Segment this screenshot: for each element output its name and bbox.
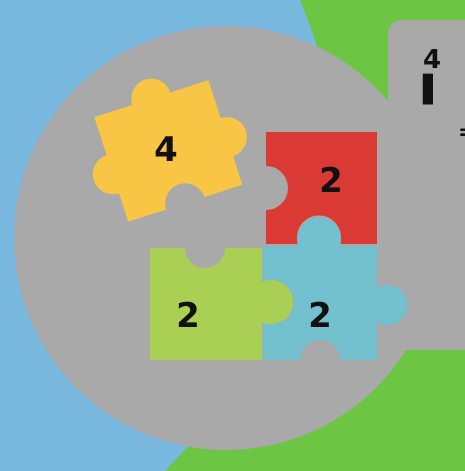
yellow-piece-number: 4: [154, 133, 178, 167]
blue-piece-number: 2: [308, 299, 332, 333]
side-card-line1: 4 ▌: [423, 45, 465, 105]
side-card-line2: =: [458, 120, 465, 145]
green-piece-number: 2: [176, 299, 200, 333]
red-piece-number: 2: [319, 164, 343, 198]
